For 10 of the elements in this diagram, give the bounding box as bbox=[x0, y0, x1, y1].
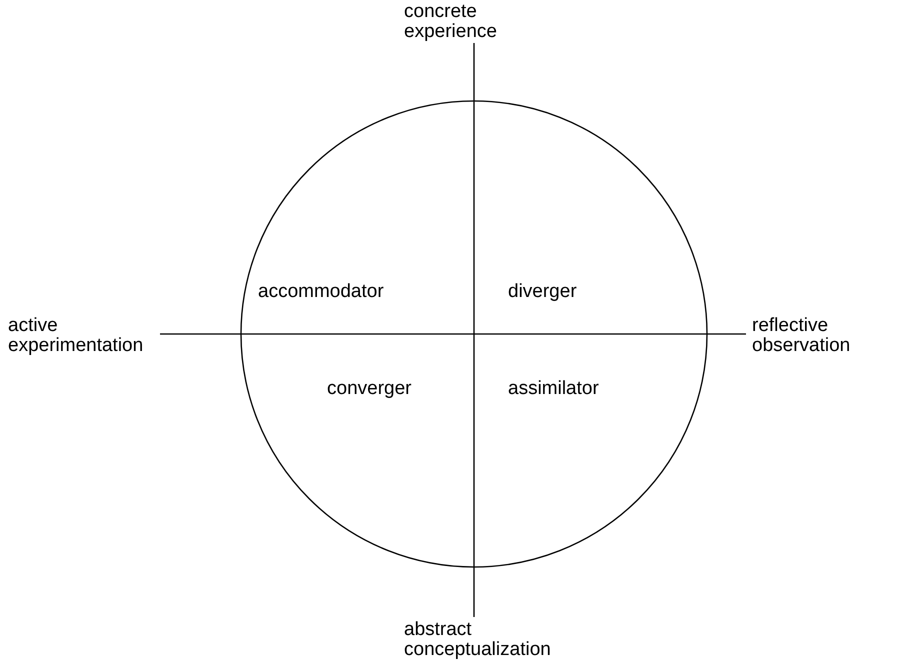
quadrant-label: accommodator bbox=[258, 281, 384, 303]
axis-line bbox=[160, 333, 746, 335]
axis-line bbox=[473, 43, 475, 617]
axis-label: concrete experience bbox=[404, 2, 554, 42]
quadrant-label: converger bbox=[327, 378, 412, 400]
axis-label: reflective observation bbox=[752, 316, 899, 356]
quadrant-label: diverger bbox=[508, 281, 577, 303]
axis-label: active experimentation bbox=[8, 316, 158, 356]
axis-label: abstract conceptualization bbox=[404, 620, 554, 660]
quadrant-label: assimilator bbox=[508, 378, 599, 400]
